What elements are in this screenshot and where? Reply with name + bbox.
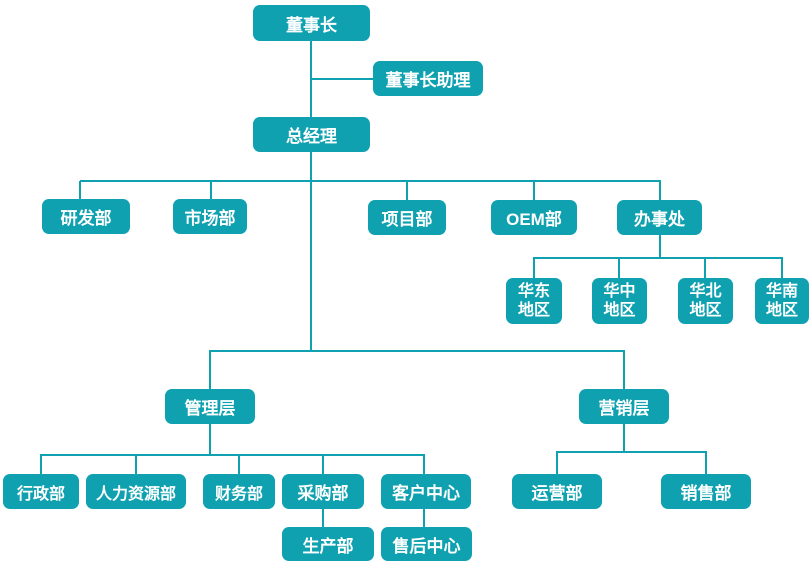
connector-mktlayer-down [623,424,625,452]
node-label-line1: 华北 [689,283,722,300]
node-label: 人力资源部 [95,485,176,503]
node-chairman-assistant: 董事长助理 [373,61,483,96]
node-label-line2: 地区 [689,302,722,319]
connector-marketing [210,181,212,199]
node-label: 研发部 [60,209,112,228]
node-aftersales-center: 售后中心 [381,527,472,561]
connector-production [322,509,324,527]
connector-east [533,258,535,278]
node-label: 董事长助理 [385,71,471,90]
connector-row3 [556,451,707,453]
node-label: 生产部 [302,536,354,556]
connector-mgmt-down [209,424,211,455]
connector-north [704,258,706,278]
node-label: 客户中心 [392,484,460,503]
connector-rnd [79,181,81,199]
node-label: 行政部 [16,485,65,503]
node-label: 运营部 [531,484,583,503]
node-east-china: 华东 地区 [506,278,562,324]
node-marketing-dept: 市场部 [173,199,247,234]
connector-row2 [40,454,425,456]
connector-split [209,350,625,352]
node-label: 销售部 [680,484,732,503]
node-label-line2: 地区 [603,302,636,319]
connector-mgmt-drop [209,351,211,389]
node-label-line1: 华中 [603,283,636,300]
node-label: 管理层 [184,399,236,418]
node-south-china: 华南 地区 [755,278,809,324]
connector-operations [556,452,558,474]
connector-purchasing [322,455,324,474]
connector-office [659,181,661,200]
connector-oem [533,181,535,200]
node-marketing-layer: 营销层 [579,389,669,424]
node-central-china: 华中 地区 [592,278,647,324]
connector-finance [238,455,240,474]
node-production-dept: 生产部 [282,527,374,561]
node-north-china: 华北 地区 [678,278,733,324]
node-management-layer: 管理层 [165,389,255,424]
connector-customer [423,455,425,474]
connector-assistant [311,78,373,80]
node-label: 财务部 [214,485,263,503]
node-label-line2: 地区 [517,302,550,319]
node-project-dept: 项目部 [368,200,446,235]
node-label-line1: 华东 [517,283,550,300]
node-label: 总经理 [286,127,337,146]
connector-mktlayer-drop [623,351,625,389]
node-operations-dept: 运营部 [512,474,602,509]
node-chairman: 董事长 [253,5,370,41]
node-label: 采购部 [297,484,349,503]
node-label: 售后中心 [392,536,461,556]
connector-regions [533,257,783,259]
node-oem-dept: OEM部 [491,200,577,235]
node-label: OEM部 [506,210,562,229]
node-purchasing-dept: 采购部 [282,474,364,509]
node-admin-dept: 行政部 [3,474,79,509]
node-label: 营销层 [598,399,650,418]
connector-sales [705,452,707,474]
node-rnd-dept: 研发部 [42,199,130,234]
connector-central [618,258,620,278]
node-label-line2: 地区 [765,302,798,319]
node-customer-center: 客户中心 [381,474,471,509]
connector-project [406,181,408,200]
connector-row1 [80,180,661,182]
node-label: 董事长 [286,15,337,35]
connector-south [781,258,783,278]
connector-trunk [310,152,312,351]
node-general-manager: 总经理 [253,117,370,152]
connector-hr [135,455,137,474]
node-label: 市场部 [184,209,236,228]
node-label-line1: 华南 [765,283,798,300]
node-label: 办事处 [634,210,685,229]
node-finance-dept: 财务部 [203,474,275,509]
connector-office-down [659,235,661,258]
node-branch-office: 办事处 [617,200,702,235]
node-hr-dept: 人力资源部 [86,474,186,509]
node-label: 项目部 [381,210,433,229]
connector-aftersales [423,509,425,527]
node-sales-dept: 销售部 [661,474,751,509]
connector-admin [40,455,42,474]
